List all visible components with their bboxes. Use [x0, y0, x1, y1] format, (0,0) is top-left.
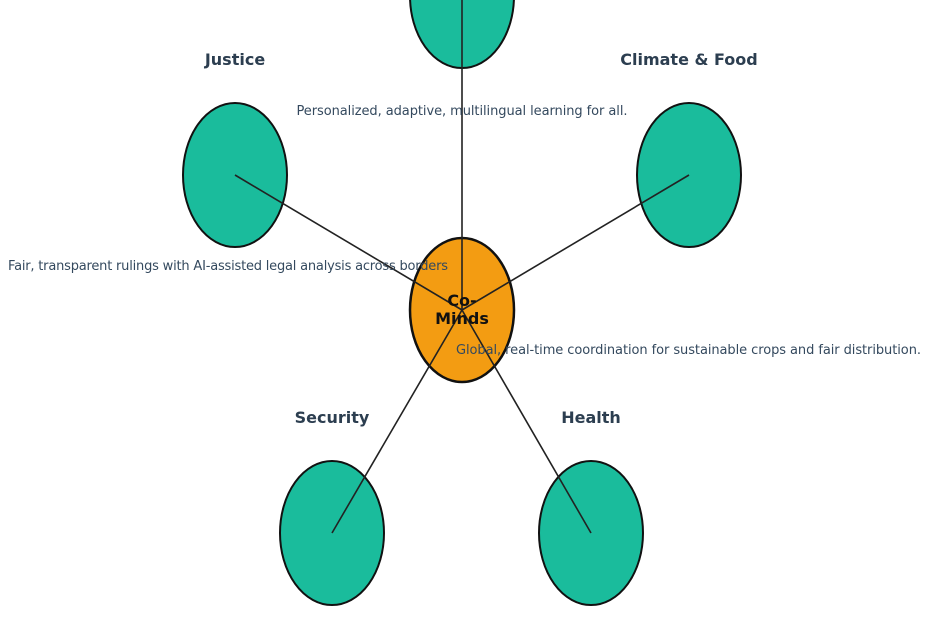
desc-education: Personalized, adaptive, multilingual lea…	[297, 104, 628, 119]
desc-climate: Global, real-time coordination for susta…	[456, 343, 921, 358]
center-label-line1: Co-	[447, 291, 476, 310]
edge-justice	[234, 174, 463, 311]
labels: Justice Climate & Food Security Health P…	[8, 50, 921, 427]
edges	[234, 0, 690, 534]
desc-justice: Fair, transparent rulings with AI-assist…	[8, 259, 448, 274]
edge-security	[331, 309, 463, 534]
title-health: Health	[561, 408, 621, 427]
edge-climate	[461, 174, 690, 311]
edge-health	[461, 309, 592, 534]
center-label-line2: Minds	[435, 309, 489, 328]
title-security: Security	[295, 408, 370, 427]
title-climate: Climate & Food	[620, 50, 758, 69]
title-justice: Justice	[204, 50, 265, 69]
